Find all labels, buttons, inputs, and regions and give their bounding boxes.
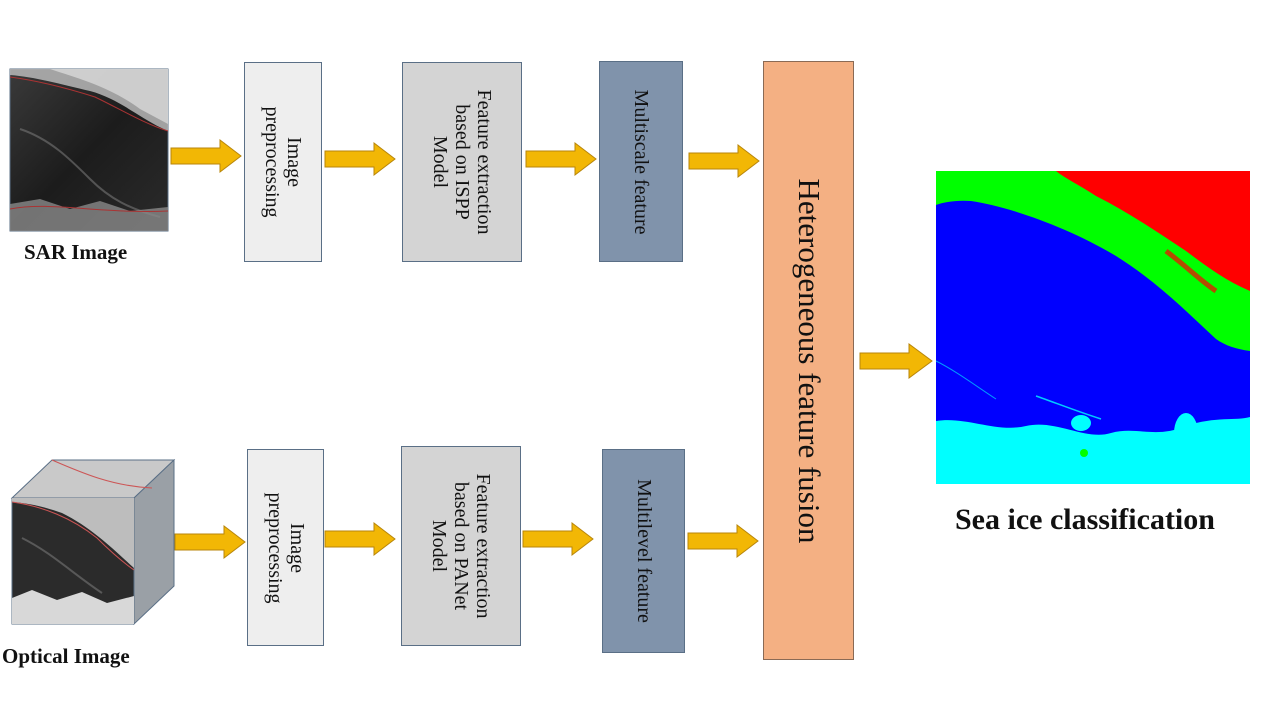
arrow-optical-extraction-to-feature [522, 521, 594, 557]
arrow-fusion-to-output [859, 343, 933, 379]
optical-feature-extraction-label: Feature extraction based on PANet Model [428, 473, 494, 619]
sar-image-caption: SAR Image [24, 240, 128, 264]
sar-feature-extraction-label: Feature extraction based on ISPP Model [429, 89, 495, 235]
arrow-optical-to-preprocessing [174, 524, 246, 560]
sar-preprocessing-box: Image preprocessing [244, 62, 322, 262]
heterogeneous-feature-fusion-box: Heterogeneous feature fusion [763, 61, 854, 660]
optical-preprocessing-box: Image preprocessing [247, 449, 324, 646]
arrow-sar-to-preprocessing [170, 138, 242, 174]
multiscale-feature-box: Multiscale feature [599, 61, 683, 262]
multilevel-feature-box: Multilevel feature [602, 449, 685, 653]
sar-feature-extraction-box: Feature extraction based on ISPP Model [402, 62, 522, 262]
multilevel-feature-label: Multilevel feature [632, 479, 655, 623]
optical-feature-extraction-box: Feature extraction based on PANet Model [401, 446, 521, 646]
optical-image-caption: Optical Image [2, 644, 130, 668]
sar-image [9, 68, 169, 232]
sar-preprocessing-label: Image preprocessing [261, 106, 305, 218]
optical-image [10, 458, 176, 626]
multiscale-feature-label: Multiscale feature [630, 89, 652, 234]
sea-ice-classification-map [935, 171, 1250, 484]
optical-preprocessing-label: Image preprocessing [263, 491, 308, 604]
sea-ice-classification-caption: Sea ice classification [955, 503, 1215, 536]
arrow-multilevel-to-fusion [687, 523, 759, 559]
arrow-multiscale-to-fusion [688, 143, 760, 179]
heterogeneous-feature-fusion-label: Heterogeneous feature fusion [791, 178, 827, 543]
arrow-sar-preprocessing-to-extraction [324, 141, 396, 177]
arrow-sar-extraction-to-feature [525, 141, 597, 177]
arrow-optical-preprocessing-to-extraction [324, 521, 396, 557]
